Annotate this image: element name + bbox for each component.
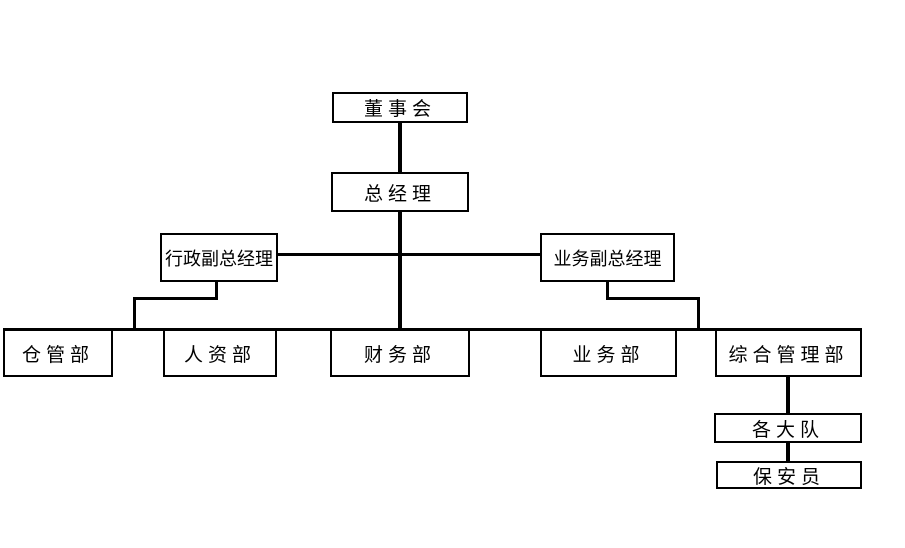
org-node-business-vice-gm: 业务副总经理 — [540, 233, 675, 282]
org-node-brigades-label: 各大队 — [751, 419, 824, 441]
org-node-finance-dept: 财务部 — [330, 328, 470, 377]
connector-admin-vgm-to-row — [133, 297, 136, 330]
connector-biz-vgm-elbow — [606, 297, 700, 300]
org-node-brigades: 各大队 — [714, 413, 862, 443]
org-node-warehouse-dept-label: 仓管部 — [21, 344, 94, 366]
connector-board-to-gm — [398, 123, 402, 173]
org-node-general-mgmt-dept: 综合管理部 — [715, 328, 862, 377]
org-node-general-manager: 总经理 — [331, 172, 469, 212]
connector-biz-vgm-to-row — [697, 297, 700, 330]
connector-biz-vgm-drop — [606, 282, 609, 300]
connector-general-to-brigades — [786, 377, 790, 413]
connector-admin-vgm-drop — [215, 282, 218, 300]
org-node-business-dept-label: 业务部 — [572, 344, 645, 366]
connector-gm-to-departments-row — [398, 212, 402, 330]
connector-brigades-to-guards — [786, 443, 790, 461]
org-node-business-vice-gm-label: 业务副总经理 — [553, 248, 662, 269]
org-node-general-mgmt-dept-label: 综合管理部 — [728, 344, 849, 366]
org-node-board: 董事会 — [332, 92, 468, 123]
org-node-hr-dept-label: 人资部 — [183, 344, 256, 366]
org-node-admin-vice-gm-label: 行政副总经理 — [165, 248, 273, 269]
org-node-admin-vice-gm: 行政副总经理 — [160, 233, 278, 282]
org-node-warehouse-dept: 仓管部 — [3, 328, 113, 377]
connector-vgm-crossbar — [278, 253, 540, 256]
org-node-hr-dept: 人资部 — [163, 328, 277, 377]
org-node-general-manager-label: 总经理 — [363, 183, 436, 205]
org-node-finance-dept-label: 财务部 — [363, 344, 436, 366]
org-node-board-label: 董事会 — [363, 99, 436, 120]
connector-admin-vgm-elbow — [133, 297, 218, 300]
org-node-security-guards-label: 保安员 — [752, 466, 825, 488]
org-node-business-dept: 业务部 — [540, 328, 677, 377]
org-node-security-guards: 保安员 — [716, 461, 862, 489]
